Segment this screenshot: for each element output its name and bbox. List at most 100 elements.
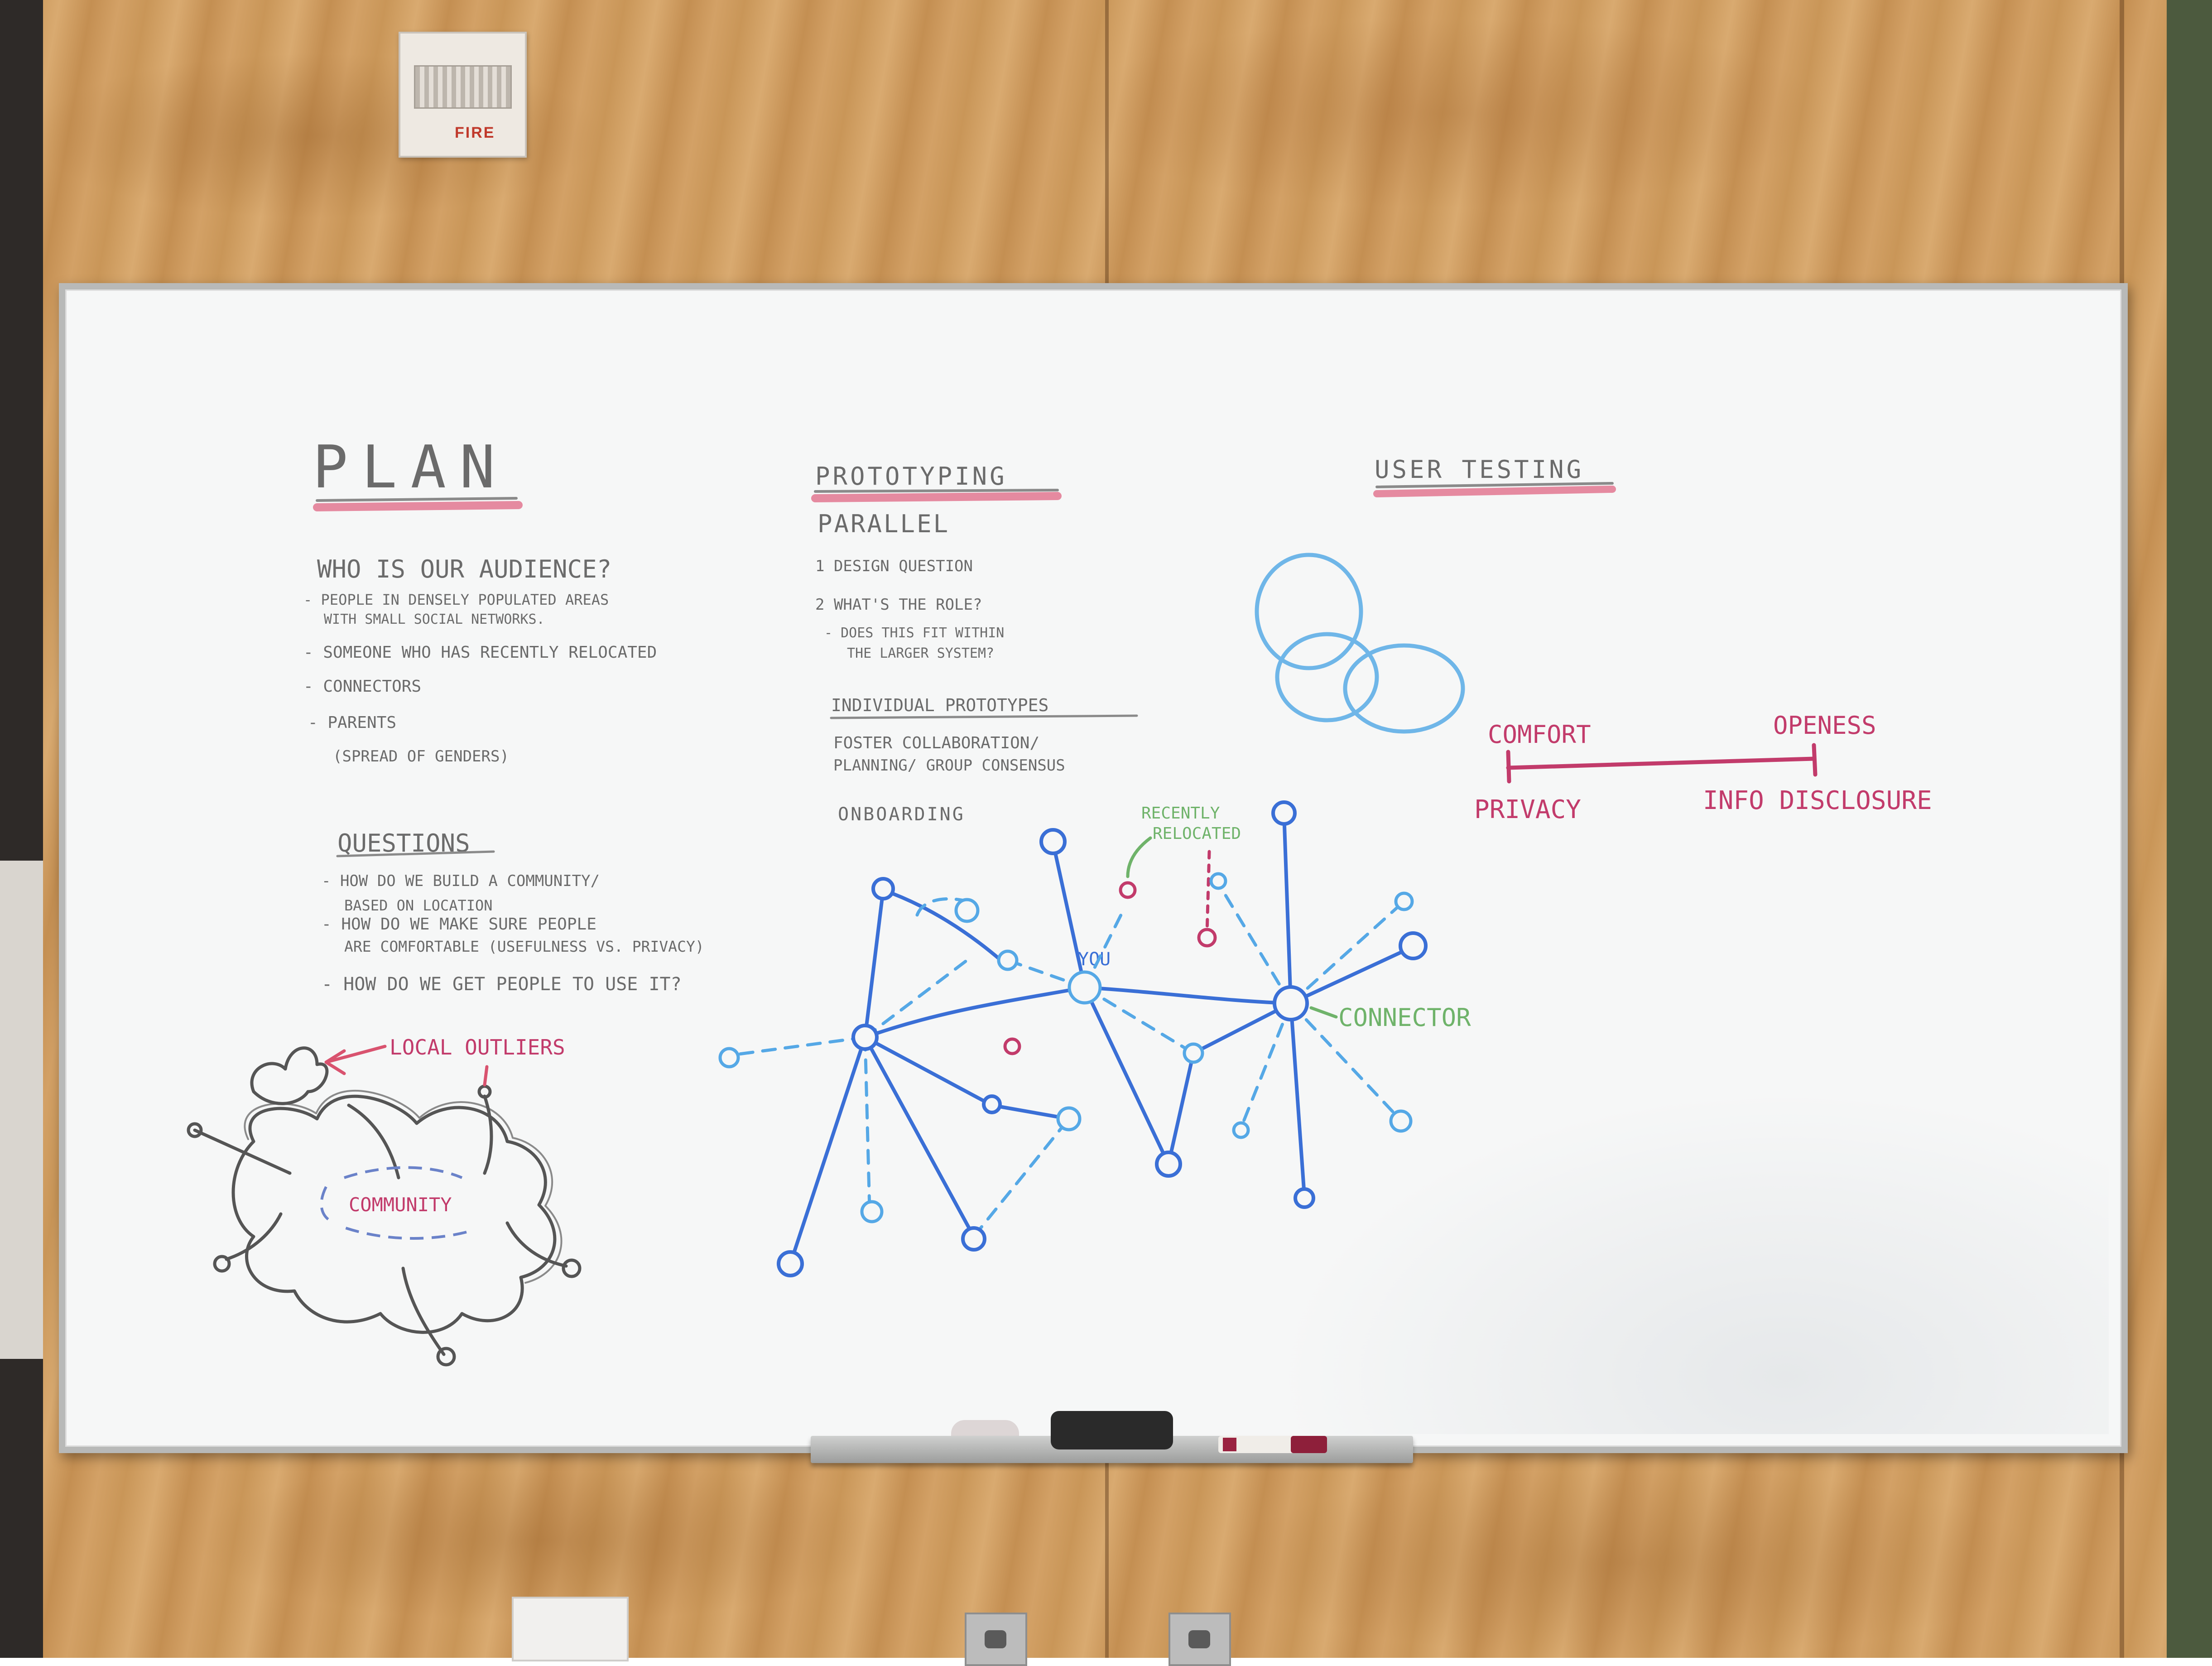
audience-item: - CONNECTORS	[303, 677, 422, 696]
community-blob	[231, 1094, 557, 1334]
plank-seam	[1105, 1440, 1109, 1658]
power-outlet	[1169, 1613, 1231, 1666]
network-link	[881, 888, 1003, 962]
venn-circle	[1275, 632, 1379, 722]
openess-label: OPENESS	[1773, 711, 1876, 740]
network-node	[860, 1200, 884, 1223]
network-link	[863, 1035, 976, 1238]
relocated-node	[1003, 1037, 1021, 1055]
privacy-label: PRIVACY	[1474, 795, 1582, 824]
relocated-links	[1205, 850, 1211, 935]
network-link	[1051, 841, 1087, 989]
network-link	[789, 1035, 867, 1266]
arrow	[347, 1103, 400, 1180]
onboarding-label: ONBOARDING	[838, 804, 965, 825]
individual-underline	[830, 714, 1138, 719]
relocated-arrow	[1126, 836, 1152, 878]
network-node	[1039, 828, 1067, 855]
network-node	[1056, 1106, 1082, 1132]
audience-item: - PARENTS	[308, 713, 397, 732]
question-item: ARE COMFORTABLE (USEFULNESS VS. PRIVACY)	[344, 938, 704, 955]
fire-alarm-grille	[414, 65, 512, 109]
network-link-dashed	[863, 1035, 871, 1211]
network-node	[1394, 891, 1414, 911]
network-link-dashed	[1217, 881, 1293, 1005]
network-link-dashed	[1289, 1002, 1401, 1121]
whiteboard-glare	[65, 289, 2109, 1434]
prototyping-item: 2 WHAT'S THE ROLE?	[815, 596, 982, 614]
eraser[interactable]	[1051, 1411, 1173, 1449]
network-link	[1167, 1051, 1195, 1166]
network-node	[1209, 872, 1227, 890]
audience-item: WITH SMALL SOCIAL NETWORKS.	[324, 612, 545, 627]
network-diagram	[718, 800, 1428, 1277]
right-window	[2167, 0, 2212, 1658]
arrow	[193, 1128, 292, 1175]
network-link	[1289, 1002, 1306, 1198]
local-outliers-label: LOCAL OUTLIERS	[390, 1035, 565, 1059]
door-panel	[0, 861, 43, 1359]
arrow	[225, 1212, 283, 1261]
scale-line	[1506, 756, 1816, 770]
arrow	[505, 1221, 568, 1268]
venn-circles	[1255, 553, 1465, 734]
solid-nodes	[777, 800, 1428, 1277]
venn-circle	[1343, 643, 1465, 734]
inner-arrow	[344, 1226, 467, 1240]
recently-relocated-label: RELOCATED	[1153, 824, 1241, 843]
outlier-pointers	[324, 1045, 489, 1087]
question-item: - HOW DO WE GET PEOPLE TO USE IT?	[322, 974, 682, 995]
pointer-arrow	[324, 1049, 346, 1075]
network-node	[1155, 1151, 1182, 1178]
heading-underlines	[313, 482, 1616, 857]
network-node	[1271, 800, 1297, 826]
question-item: - HOW DO WE BUILD A COMMUNITY/	[322, 872, 600, 890]
marker[interactable]	[1218, 1436, 1327, 1453]
venn-circle	[1255, 553, 1363, 670]
network-link-dashed	[1083, 986, 1195, 1055]
inner-arrow	[320, 1186, 336, 1224]
power-outlet	[965, 1613, 1027, 1666]
fire-alarm-label: FIRE	[455, 124, 495, 141]
relocated-node	[1119, 881, 1137, 899]
relocated-node	[1197, 928, 1217, 948]
network-node	[961, 1226, 986, 1252]
audience-item: (SPREAD OF GENDERS)	[333, 747, 509, 766]
outlier-node	[436, 1347, 456, 1367]
network-node	[851, 1024, 879, 1051]
plank-seam	[1105, 0, 1109, 283]
outlier-node	[213, 1255, 231, 1273]
network-link-dashed	[727, 1035, 867, 1057]
marker-cap	[1291, 1436, 1327, 1453]
whiteboard[interactable]	[59, 283, 2128, 1453]
network-node	[1232, 1121, 1250, 1139]
pointer-arrow	[324, 1045, 387, 1064]
community-sketch	[187, 1046, 582, 1367]
wall-plate	[512, 1597, 629, 1661]
label-arrows	[1126, 836, 1338, 1019]
plan-underline	[313, 501, 523, 511]
network-node	[982, 1094, 1002, 1114]
info-disclosure-label: INFO DISCLOSURE	[1703, 786, 1932, 815]
audience-question: WHO IS OUR AUDIENCE?	[317, 555, 612, 583]
network-link	[863, 1035, 994, 1107]
network-node	[718, 1047, 740, 1069]
pointer-arrow	[483, 1065, 489, 1087]
scale-end	[1812, 743, 1818, 777]
prototyping-item: 1 DESIGN QUESTION	[815, 557, 973, 575]
user-testing-heading: USER TESTING	[1375, 455, 1584, 484]
prototyping-underline	[811, 492, 1062, 502]
light-nodes	[718, 872, 1414, 1223]
prototyping-underline-grey	[814, 489, 1059, 493]
outlier-blob	[250, 1046, 329, 1105]
inner-arrow	[344, 1166, 463, 1179]
relocated-nodes	[1003, 881, 1217, 1055]
network-link-dashed	[1239, 1002, 1293, 1130]
outlier-node	[187, 1122, 203, 1138]
network-link	[1083, 986, 1293, 1005]
network-node	[1294, 1187, 1315, 1209]
network-link-dashed	[1289, 900, 1406, 1005]
user-testing-underline	[1373, 486, 1616, 497]
scale-end	[1506, 750, 1511, 784]
